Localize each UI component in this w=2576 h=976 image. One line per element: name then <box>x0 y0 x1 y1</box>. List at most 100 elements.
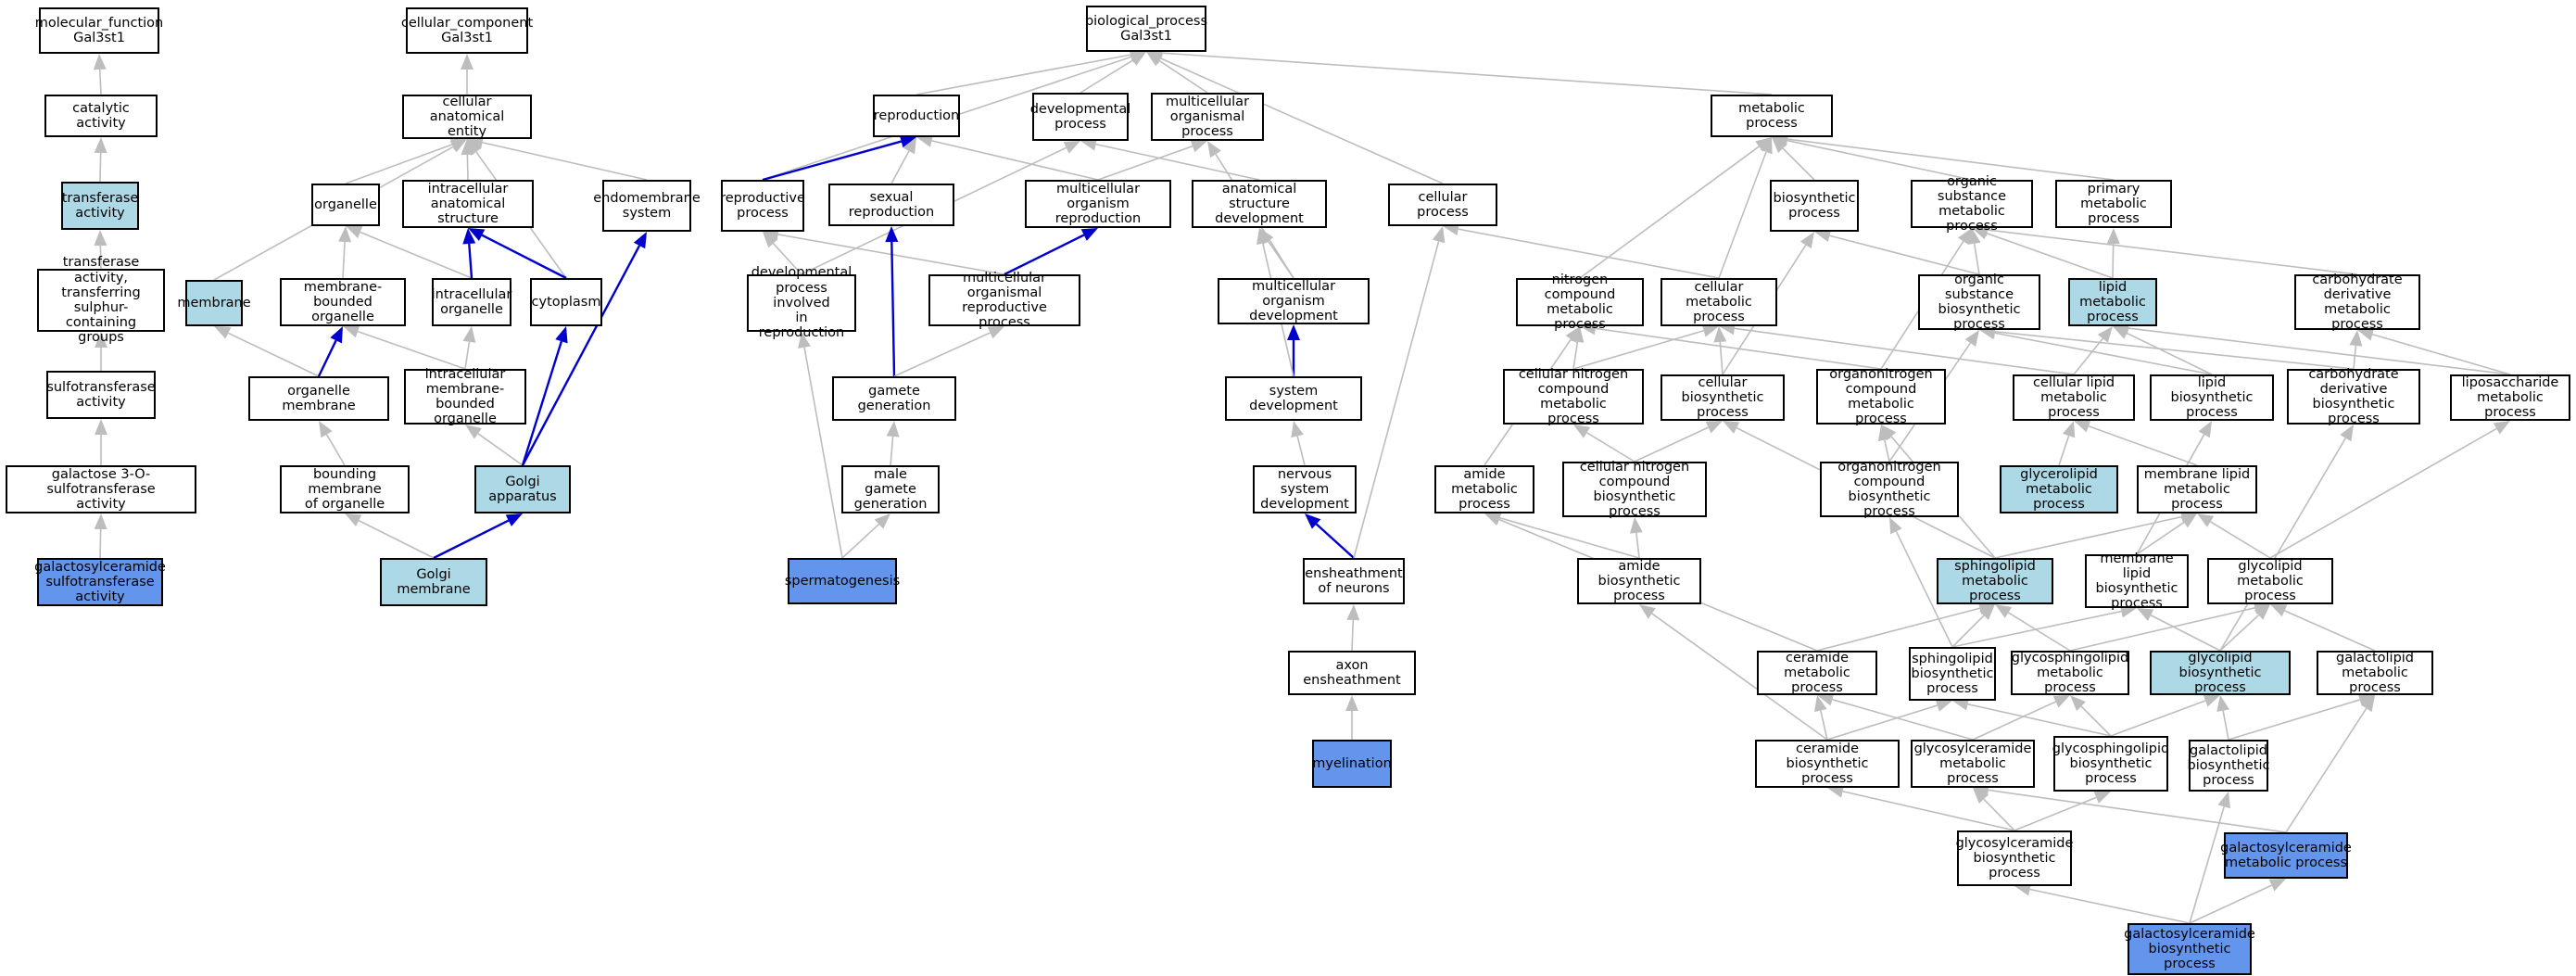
arrowhead-devRepro-to-devProc <box>1063 141 1080 154</box>
node-nervDev[interactable]: nervous system development <box>1253 465 1357 513</box>
node-amideMet[interactable]: amide metabolic process <box>1434 465 1534 513</box>
node-multiReproProc[interactable]: multicellular organismal reproductive pr… <box>928 271 1080 330</box>
node-cellProc[interactable]: cellular process <box>1388 184 1497 226</box>
node-galCerSulf[interactable]: galactosylceramide sulfotransferase acti… <box>34 558 166 606</box>
node-devProc[interactable]: developmental process <box>1030 93 1130 141</box>
node-transferase[interactable]: transferase activity <box>61 182 139 230</box>
node-label: myelination <box>1312 755 1392 771</box>
node-mbo[interactable]: membrane-bounded organelle <box>280 278 406 326</box>
node-galCerMet[interactable]: galactosylceramide metabolic process <box>2220 832 2352 879</box>
node-organelle[interactable]: organelle <box>311 184 380 226</box>
node-biosynthetic[interactable]: biosynthetic process <box>1770 180 1859 232</box>
node-glycosphingoBio[interactable]: glycosphingolipid biosynthetic process <box>2052 736 2169 792</box>
node-organoNitroMet[interactable]: organonitrogen compound metabolic proces… <box>1816 367 1946 426</box>
node-lipidBio[interactable]: lipid biosynthetic process <box>2150 374 2274 421</box>
node-reproduction[interactable]: reproduction <box>873 95 960 137</box>
edge-sphingoMet-to-memLipidMet <box>1994 515 2182 559</box>
node-cae[interactable]: cellular anatomical entity <box>402 95 532 139</box>
node-glycosylCerBio[interactable]: glycosylceramide biosynthetic process <box>1955 830 2074 886</box>
node-orgMem[interactable]: organelle membrane <box>248 376 389 421</box>
node-ias[interactable]: intracellular anatomical structure <box>402 180 534 228</box>
node-devRepro[interactable]: developmental process involved in reprod… <box>747 265 856 340</box>
node-golgiMem[interactable]: Golgi membrane <box>380 558 487 606</box>
node-glycolipidMet[interactable]: glycolipid metabolic process <box>2207 558 2333 604</box>
node-ceramideBio[interactable]: ceramide biosynthetic process <box>1755 740 1900 788</box>
node-spermato[interactable]: spermatogenesis <box>785 558 900 604</box>
node-cellLipidMet[interactable]: cellular lipid metabolic process <box>2013 374 2135 421</box>
node-label: Golgi apparatus <box>488 474 557 504</box>
node-ceramideMet[interactable]: ceramide metabolic process <box>1757 651 1877 695</box>
node-label: galactolipid biosynthetic process <box>2187 742 2270 789</box>
node-metabolic[interactable]: metabolic process <box>1711 95 1833 137</box>
node-myelination[interactable]: myelination <box>1312 740 1392 788</box>
node-amideBio[interactable]: amide biosynthetic process <box>1577 558 1701 604</box>
arrowhead-golgiApp-to-endomem <box>633 232 647 249</box>
node-cellMet[interactable]: cellular metabolic process <box>1661 278 1777 326</box>
node-orgSubBio[interactable]: organic substance biosynthetic process <box>1918 273 2040 332</box>
node-lipidMet[interactable]: lipid metabolic process <box>2068 278 2157 326</box>
node-orgSubMet[interactable]: organic substance metabolic process <box>1911 174 2033 234</box>
node-glycolipidBio[interactable]: glycolipid biosynthetic process <box>2150 651 2291 695</box>
node-primaryMet[interactable]: primary metabolic process <box>2055 180 2172 228</box>
node-reproProc[interactable]: reproductive process <box>720 180 805 232</box>
node-gameteGen[interactable]: gamete generation <box>832 376 956 421</box>
node-glycosphingoMet[interactable]: glycosphingolipid metabolic process <box>2011 651 2129 695</box>
node-organoNitroBio[interactable]: organonitrogen compound biosynthetic pro… <box>1820 460 1959 519</box>
node-label: gamete generation <box>857 383 931 413</box>
edge-sphingoBio-to-organoNitroBio <box>1895 530 1953 648</box>
node-catalytic[interactable]: catalytic activity <box>44 95 158 137</box>
arrowhead-orgMem-to-mbo <box>330 326 343 344</box>
node-cellNitroBio[interactable]: cellular nitrogen compound biosynthetic … <box>1562 460 1707 519</box>
node-sysDev[interactable]: system development <box>1225 376 1362 421</box>
node-cellNitroMet[interactable]: cellular nitrogen compound metabolic pro… <box>1503 366 1644 427</box>
node-anatDev[interactable]: anatomical structure development <box>1192 180 1327 228</box>
node-sexRepro[interactable]: sexual reproduction <box>828 184 954 226</box>
node-multiOrgRepro[interactable]: multicellular organism reproduction <box>1025 180 1171 228</box>
node-axonEnsheath[interactable]: axon ensheathment <box>1288 651 1416 695</box>
node-cellBio[interactable]: cellular biosynthetic process <box>1661 374 1785 421</box>
arrowhead-glycolipidMet-to-memLipidMet <box>2197 513 2215 527</box>
node-ensheathNeur[interactable]: ensheathment of neurons <box>1303 558 1405 604</box>
node-lipoSacch[interactable]: liposaccharide metabolic process <box>2450 374 2570 421</box>
edge-gameteGen-to-multiReproProc <box>893 332 991 377</box>
node-membrane[interactable]: membrane <box>177 280 251 326</box>
node-maleGamete[interactable]: male gamete generation <box>841 465 940 513</box>
arrowhead-sphingoMet-to-organoNitroMet <box>1881 425 1897 441</box>
node-golgiApp[interactable]: Golgi apparatus <box>474 465 571 513</box>
node-gal3o[interactable]: galactose 3-O-sulfotransferase activity <box>6 465 196 513</box>
node-sphingoBio[interactable]: sphingolipid biosynthetic process <box>1909 647 1996 701</box>
node-intraOrg[interactable]: intracellular organelle <box>432 278 511 326</box>
node-label: cellular nitrogen compound metabolic pro… <box>1518 366 1629 427</box>
edge-lipidMet-to-orgSubMet <box>1986 232 2114 279</box>
node-carbDerivBio[interactable]: carbohydrate derivative biosynthetic pro… <box>2287 367 2420 426</box>
node-label: glycosylceramide biosynthetic process <box>1955 835 2074 881</box>
node-cytoplasm[interactable]: cytoplasm <box>530 278 602 326</box>
node-multiProc[interactable]: multicellular organismal process <box>1151 93 1264 141</box>
node-mf[interactable]: molecular_function Gal3st1 <box>35 7 163 54</box>
node-endomem[interactable]: endomembrane system <box>593 180 701 232</box>
edge-gameteGen-to-sexRepro <box>890 241 896 377</box>
node-nitroMet[interactable]: nitrogen compound metabolic process <box>1516 273 1644 332</box>
edge-glycolipidMet-to-lipoSacch <box>2269 427 2497 559</box>
node-memLipidBio[interactable]: membrane lipid biosynthetic process <box>2085 551 2189 611</box>
node-cc[interactable]: cellular_component Gal3st1 <box>401 7 533 54</box>
node-sulfotrans[interactable]: sulfotransferase activity <box>46 371 156 419</box>
node-transSulf[interactable]: transferase activity, transferring sulph… <box>37 255 165 345</box>
node-galactolipidBio[interactable]: galactolipid biosynthetic process <box>2187 740 2270 792</box>
node-multiOrgDev[interactable]: multicellular organism development <box>1218 278 1370 324</box>
node-label: galactosylceramide metabolic process <box>2220 840 2352 870</box>
node-sphingoMet[interactable]: sphingolipid metabolic process <box>1937 558 2053 604</box>
node-imbo[interactable]: intracellular membrane-bounded organelle <box>404 367 526 426</box>
node-bp[interactable]: biological_process Gal3st1 <box>1085 6 1207 52</box>
node-memLipidMet[interactable]: membrane lipid metabolic process <box>2137 465 2257 513</box>
edge-sphingoBio-to-memLipidBio <box>1951 610 2122 648</box>
node-galactolipidMet[interactable]: galactolipid metabolic process <box>2317 651 2433 695</box>
node-carbDerivMet[interactable]: carbohydrate derivative metabolic proces… <box>2294 273 2420 332</box>
edge-ensheathNeur-to-nervDev <box>1315 523 1355 559</box>
node-label: cellular lipid metabolic process <box>2032 374 2115 421</box>
arrowhead-organoNitroMet-to-orgSubMet <box>1957 228 1972 246</box>
node-glycosylCerMet[interactable]: glycosylceramide metabolic process <box>1911 740 2035 788</box>
node-glycerolipid[interactable]: glycerolipid metabolic process <box>2000 465 2118 513</box>
node-boundMem[interactable]: bounding membrane of organelle <box>280 465 410 513</box>
node-galCerBio[interactable]: galactosylceramide biosynthetic process <box>2124 923 2255 975</box>
